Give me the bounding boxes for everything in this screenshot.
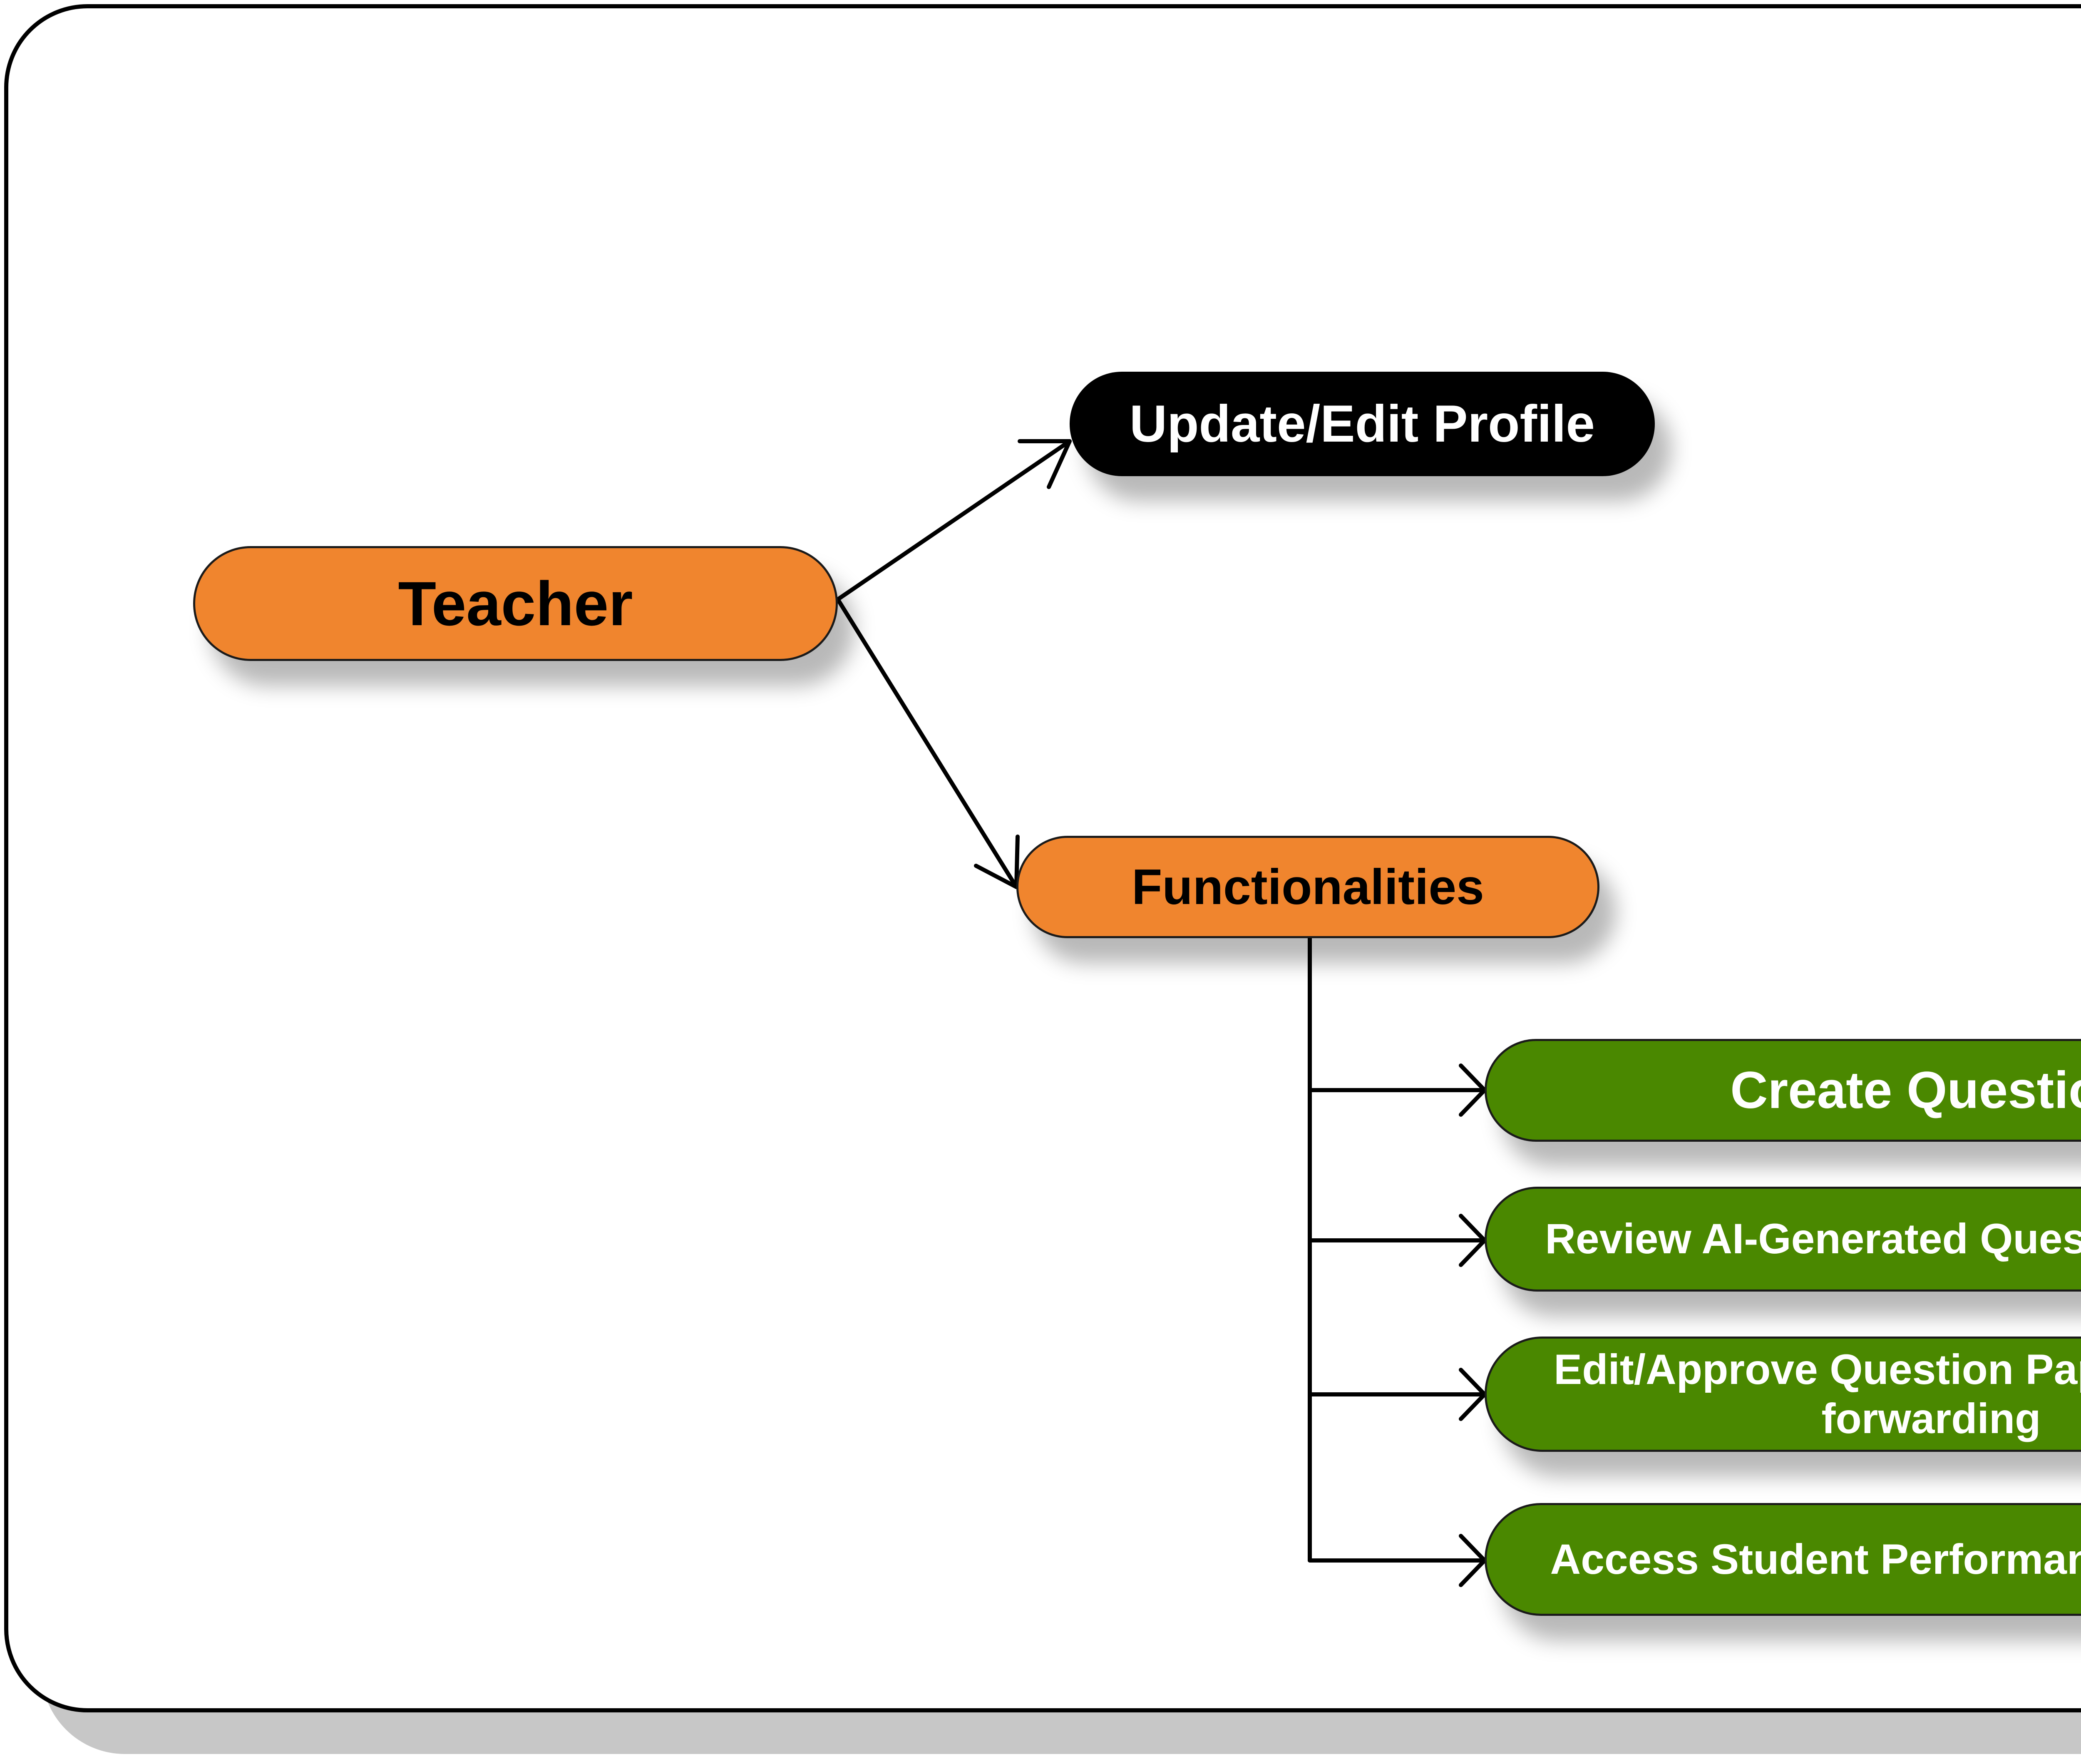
node-teacher-label: Teacher (398, 568, 633, 639)
node-functionalities-label: Functionalities (1132, 859, 1484, 915)
node-update-edit-profile: Update/Edit Profile (1070, 372, 1655, 476)
feature-label: Access Student Performance Reports (1550, 1535, 2081, 1583)
node-edit-approve-papers: Edit/Approve Question Papers before forw… (1485, 1337, 2081, 1452)
node-create-question: Create Question (1485, 1039, 2081, 1142)
edge-teacher-functionalities (836, 597, 1018, 889)
arrowhead-profile (1018, 439, 1072, 489)
edge-teacher-profile (836, 439, 1072, 601)
node-review-ai-papers: Review AI-Generated Question Papers (1485, 1187, 2081, 1292)
node-profile-label: Update/Edit Profile (1129, 395, 1595, 453)
node-functionalities: Functionalities (1016, 836, 1599, 938)
feature-label: Create Question (1730, 1061, 2081, 1119)
node-teacher: Teacher (193, 546, 838, 661)
feature-label: Edit/Approve Question Papers before forw… (1554, 1346, 2081, 1442)
feature-label: Review AI-Generated Question Papers (1545, 1215, 2081, 1263)
node-access-reports: Access Student Performance Reports (1485, 1503, 2081, 1616)
